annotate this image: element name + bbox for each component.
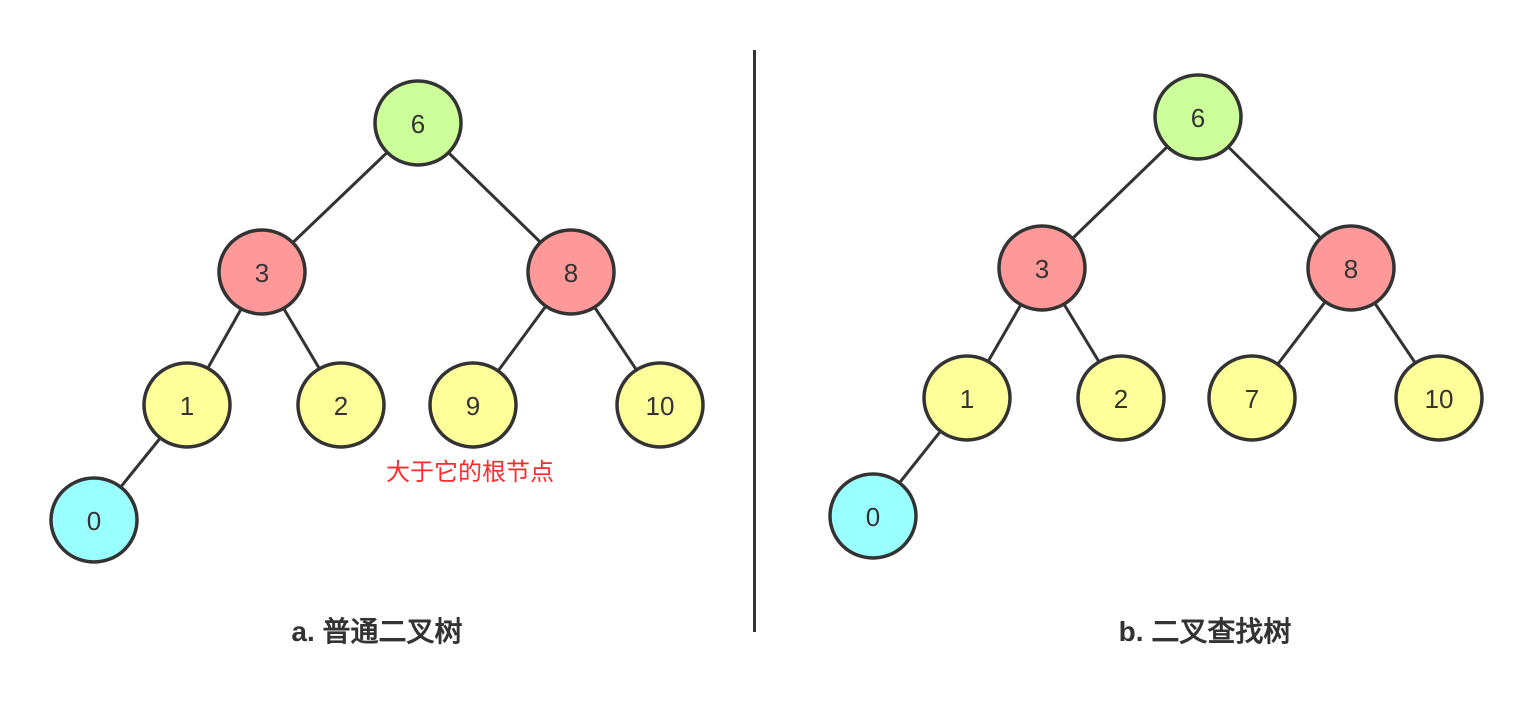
caption-binary-search-tree: b. 二叉查找树 xyxy=(1118,616,1292,647)
divider-line xyxy=(753,50,756,632)
tree-node-label: 10 xyxy=(646,391,675,421)
tree-node-label: 2 xyxy=(1114,384,1128,414)
tree-node-2 xyxy=(296,361,386,449)
tree-node-label: 1 xyxy=(960,384,974,414)
annotation-greater-than-root: 大于它的根节点 xyxy=(386,459,554,486)
tree-node-label: 3 xyxy=(255,258,269,288)
tree-node-9 xyxy=(428,361,518,449)
tree-node-0 xyxy=(49,476,139,564)
tree-node-label: 7 xyxy=(1245,384,1259,414)
tree-node-0 xyxy=(828,472,918,560)
tree-node-1 xyxy=(922,354,1012,442)
tree-node-3 xyxy=(997,224,1087,312)
tree-node-8 xyxy=(526,228,616,316)
tree-node-10 xyxy=(1394,354,1484,442)
tree-node-3 xyxy=(217,228,307,316)
tree-node-10 xyxy=(615,361,705,449)
tree-node-label: 3 xyxy=(1035,254,1049,284)
tree-node-2 xyxy=(1076,354,1166,442)
tree-node-label: 9 xyxy=(466,391,480,421)
tree-node-1 xyxy=(142,361,232,449)
tree-node-label: 6 xyxy=(411,109,425,139)
tree-node-label: 6 xyxy=(1191,103,1205,133)
tree-node-6 xyxy=(373,79,463,167)
tree-node-label: 0 xyxy=(866,502,880,532)
tree-node-8 xyxy=(1306,224,1396,312)
caption-normal-binary-tree: a. 普通二叉树 xyxy=(291,616,463,647)
tree-node-7 xyxy=(1207,354,1297,442)
tree-node-label: 8 xyxy=(1344,254,1358,284)
tree-node-label: 1 xyxy=(180,391,194,421)
normal-binary-tree: 6 3 8 1 2 9 10 0 xyxy=(49,79,705,564)
binary-search-tree: 6 3 8 1 2 7 10 0 xyxy=(828,73,1484,560)
tree-node-label: 0 xyxy=(87,506,101,536)
tree-node-label: 8 xyxy=(564,258,578,288)
tree-node-6 xyxy=(1153,73,1243,161)
tree-node-label: 2 xyxy=(334,391,348,421)
tree-node-label: 10 xyxy=(1425,384,1454,414)
